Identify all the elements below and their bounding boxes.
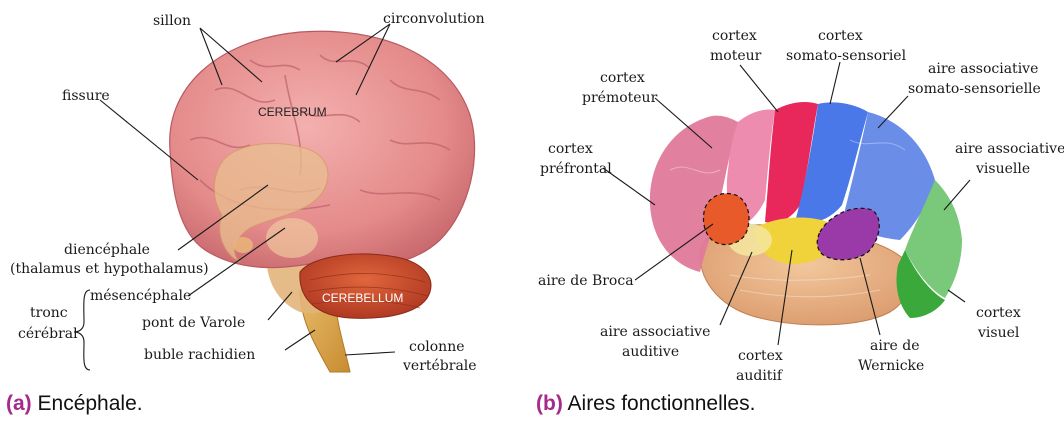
label-tronc-2: cérébral <box>18 326 78 342</box>
cerebellum-label: CEREBELLUM <box>322 291 403 305</box>
label-assoc-auditive-2: auditive <box>622 344 679 360</box>
label-moteur-2: moteur <box>710 48 762 64</box>
label-sillon: sillon <box>153 13 191 29</box>
cerebrum-label: CEREBRUM <box>258 105 327 119</box>
panel-b-brain <box>650 102 962 325</box>
label-mesencephale: mésencéphale <box>90 288 191 304</box>
caption-b-tag: (b) <box>536 392 563 415</box>
label-auditif-1: cortex <box>738 348 783 364</box>
label-assoc-visuelle-1: aire associative <box>955 141 1064 157</box>
mesencephale-shape <box>266 218 318 258</box>
caption-a-text: Encéphale. <box>38 392 143 415</box>
label-auditif-2: auditif <box>736 368 784 384</box>
label-moteur-1: cortex <box>712 28 757 44</box>
label-visuel-1: cortex <box>976 305 1021 321</box>
label-assoc-auditive-1: aire associative <box>600 324 710 340</box>
label-somato-2: somato-sensoriel <box>786 48 907 64</box>
pituitary-shape <box>233 237 253 253</box>
label-bulbe: buble rachidien <box>144 347 255 363</box>
caption-a: (a) Encéphale. <box>6 392 143 416</box>
label-fissure: fissure <box>62 88 110 104</box>
label-tronc-1: tronc <box>30 305 68 321</box>
label-visuel-2: visuel <box>977 325 1020 341</box>
label-assoc-somato-1: aire associative <box>928 61 1038 77</box>
label-circonvolution: circonvolution <box>383 11 485 27</box>
caption-b-text: Aires fonctionnelles. <box>568 392 756 415</box>
cerebellum-shape <box>300 254 431 318</box>
label-broca: aire de Broca <box>538 273 634 289</box>
label-prefrontal-2: préfrontal <box>540 161 612 177</box>
label-assoc-visuelle-2: visuelle <box>975 161 1030 177</box>
caption-b: (b) Aires fonctionnelles. <box>536 392 755 416</box>
caption-a-tag: (a) <box>6 392 32 415</box>
label-premoteur-1: cortex <box>600 70 645 86</box>
label-assoc-somato-2: somato-sensorielle <box>908 81 1041 97</box>
label-colonne-1: colonne <box>409 339 465 355</box>
label-wernicke-1: aire de <box>870 338 920 354</box>
label-somato-1: cortex <box>818 28 863 44</box>
broca-area <box>703 193 749 244</box>
label-diencephale: diencéphale <box>64 242 150 258</box>
label-pont: pont de Varole <box>142 315 245 331</box>
label-premoteur-2: prémoteur <box>582 90 658 106</box>
label-prefrontal-1: cortex <box>548 141 593 157</box>
label-colonne-2: vertébrale <box>402 358 477 374</box>
label-wernicke-2: Wernicke <box>858 358 924 374</box>
label-diencephale-detail: (thalamus et hypothalamus) <box>10 261 209 277</box>
